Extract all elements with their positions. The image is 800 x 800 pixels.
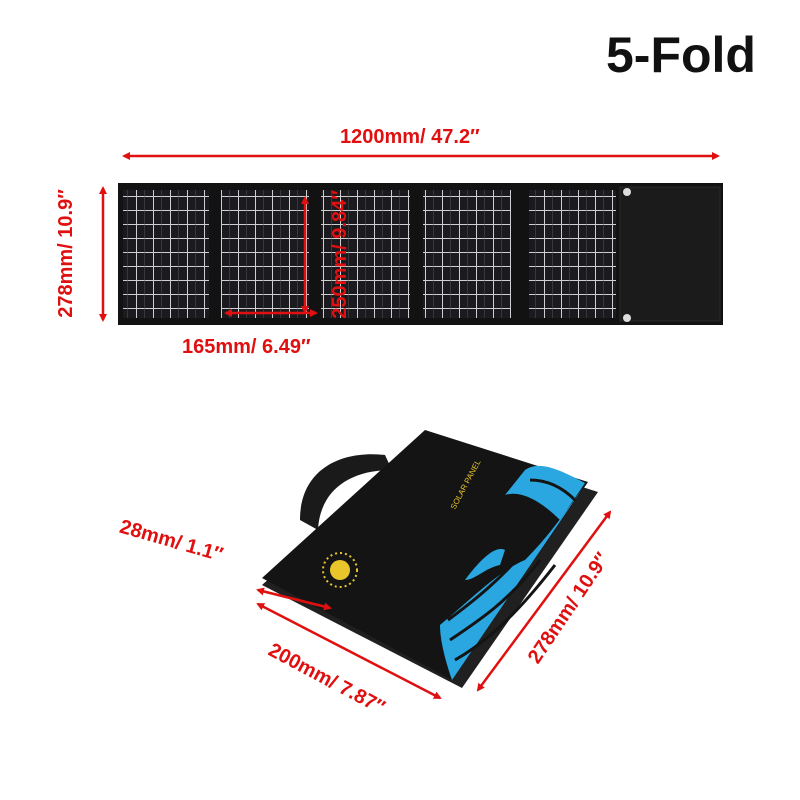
cell-height-label: 250mm/ 9.84″ xyxy=(328,190,351,319)
height-label: 278mm/ 10.9″ xyxy=(54,189,77,318)
folded-length-arrow xyxy=(476,510,612,692)
width-label: 1200mm/ 47.2″ xyxy=(340,126,480,148)
cell-width-label: 165mm/ 6.49″ xyxy=(182,336,311,358)
unfolded-panel xyxy=(118,183,723,325)
fold-count-title: 5-Fold xyxy=(606,27,756,83)
folded-width-arrow xyxy=(256,602,442,700)
